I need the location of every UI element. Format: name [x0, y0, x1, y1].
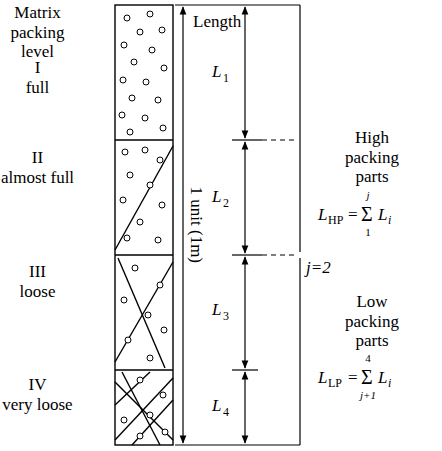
- dimension-label: L: [212, 396, 221, 416]
- subscript: 1: [223, 72, 229, 86]
- formula-symbol: Σ: [361, 366, 373, 389]
- subscript: HP: [328, 214, 343, 228]
- level-numeral: I: [0, 58, 75, 78]
- extension-line: [262, 254, 298, 255]
- axis-title: Matrix packing level: [0, 3, 75, 62]
- dimension-arrow: [244, 7, 245, 138]
- formula-symbol: L: [318, 368, 327, 388]
- subscript: 4: [223, 406, 229, 420]
- group-label: High packing parts: [337, 128, 407, 187]
- dimension-arrow: [244, 257, 245, 368]
- formula-symbol: =: [348, 205, 358, 225]
- formula-symbol: Σ: [361, 203, 373, 226]
- subscript: i: [388, 377, 391, 391]
- level-name: loose: [0, 282, 75, 302]
- fracture-line: [115, 146, 173, 250]
- extension-line: [232, 254, 262, 255]
- dimension-arrow: [244, 142, 245, 253]
- group-label: Low packing parts: [337, 292, 407, 351]
- grains: [119, 11, 168, 439]
- sum-limit: j: [358, 189, 378, 202]
- subscript: 3: [223, 310, 229, 324]
- level-name: very loose: [0, 395, 75, 415]
- dimension-arrow: [244, 372, 245, 443]
- fracture-line: [115, 262, 173, 362]
- subscript: LP: [328, 377, 342, 391]
- dimension-arrow: [182, 7, 183, 443]
- fracture-line: [122, 372, 160, 445]
- fracture-line: [115, 372, 150, 405]
- dimension-label: Length: [193, 12, 241, 32]
- sum-limit: j+1: [353, 389, 383, 402]
- extension-line: [175, 4, 300, 5]
- formula-symbol: L: [378, 205, 387, 225]
- formula-symbol: L: [378, 368, 387, 388]
- dimension-label: L: [212, 300, 221, 320]
- level-numeral: II: [0, 148, 75, 168]
- subscript: i: [388, 214, 391, 228]
- fracture-line: [132, 400, 173, 445]
- sum-limit: 4: [358, 352, 378, 365]
- dimension-label: L: [212, 62, 221, 82]
- dimension-label: 1 unit (1m): [186, 187, 206, 264]
- extension-line: [175, 444, 300, 445]
- extension-line: [232, 369, 258, 370]
- dimension-label: L: [212, 187, 221, 207]
- index-label: j=2: [306, 258, 331, 278]
- extension-line: [232, 139, 262, 140]
- fracture-line: [118, 258, 165, 368]
- formula-symbol: =: [348, 368, 358, 388]
- sum-limit: 1: [358, 226, 378, 239]
- subscript: 2: [223, 197, 229, 211]
- bracket: [299, 5, 300, 252]
- extension-line: [262, 139, 298, 140]
- level-numeral: IV: [0, 375, 75, 395]
- level-numeral: III: [0, 262, 75, 282]
- level-name: almost full: [0, 168, 75, 188]
- column-outline: [115, 5, 173, 445]
- bracket: [299, 258, 300, 445]
- level-name: full: [0, 78, 75, 98]
- formula-symbol: L: [318, 205, 327, 225]
